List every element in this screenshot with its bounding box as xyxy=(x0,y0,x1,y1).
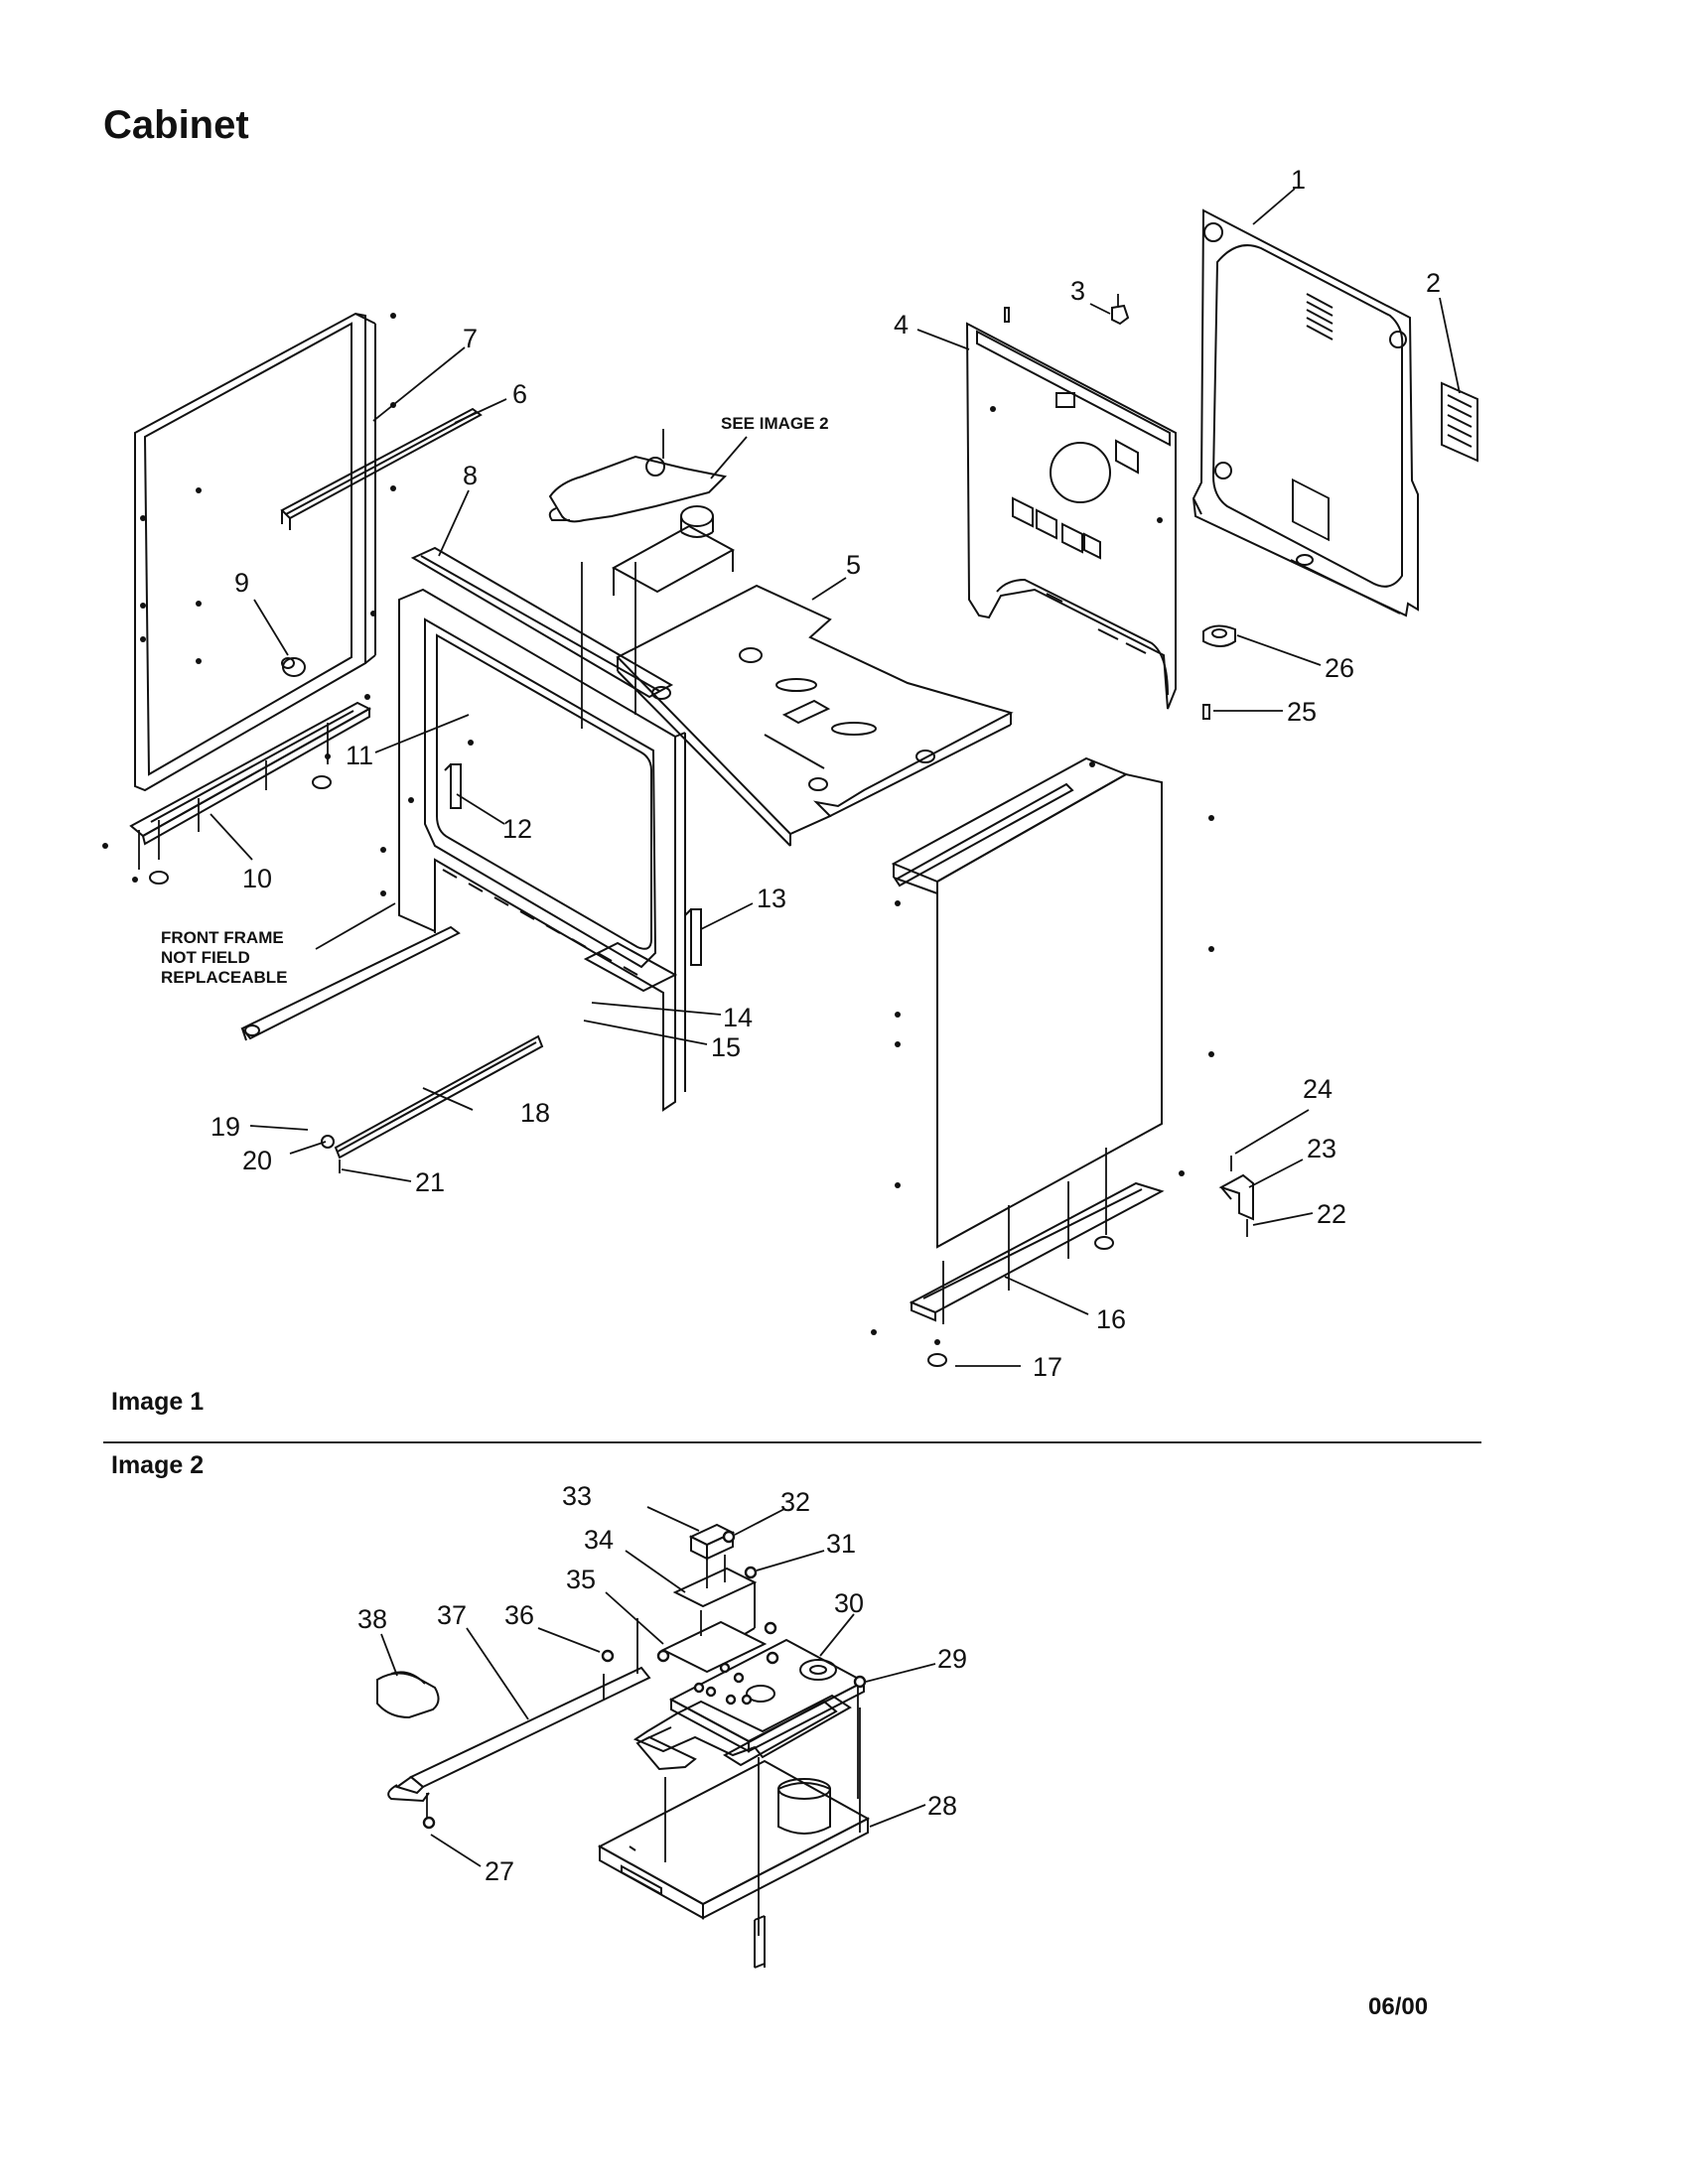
front-frame-note-line-2: NOT FIELD xyxy=(161,948,250,967)
image-2-caption: Image 2 xyxy=(111,1451,205,1479)
callout-4: 4 xyxy=(894,310,909,340)
see-image-2-note: SEE IMAGE 2 xyxy=(721,414,829,433)
part-12-latch-bracket xyxy=(444,763,462,809)
part-35-latch-plate xyxy=(660,1620,768,1674)
callout-7: 7 xyxy=(463,324,478,353)
callout-2: 2 xyxy=(1426,268,1441,298)
part-30-latch-assembly xyxy=(632,1638,867,1771)
part-23-anti-tip-bracket xyxy=(1218,1156,1254,1237)
callout-32: 32 xyxy=(780,1487,810,1517)
part-13-hinge-receptacle xyxy=(684,908,702,966)
part-10-left-base-rail xyxy=(102,694,372,885)
callout-26: 26 xyxy=(1325,653,1354,683)
part-18-lower-rail xyxy=(240,925,544,1173)
section-divider xyxy=(103,1441,1481,1443)
callout-leaders xyxy=(210,188,1461,1867)
callout-30: 30 xyxy=(834,1588,864,1618)
image2-screws xyxy=(422,1530,867,1830)
part-1-rear-cover-panel xyxy=(1192,208,1419,617)
part-8-front-frame-strip xyxy=(410,546,674,699)
callout-14: 14 xyxy=(723,1003,753,1032)
part-3-bracket-clip xyxy=(1111,294,1130,326)
callout-25: 25 xyxy=(1287,697,1317,727)
part-4-back-panel xyxy=(965,307,1177,710)
front-frame xyxy=(380,588,686,1112)
callout-11: 11 xyxy=(346,741,373,770)
callout-13: 13 xyxy=(757,884,786,913)
callout-15: 15 xyxy=(711,1032,741,1062)
callout-38: 38 xyxy=(357,1604,387,1634)
part-5-oven-top-panel xyxy=(616,584,1014,847)
page-title: Cabinet xyxy=(103,103,249,147)
callout-19: 19 xyxy=(210,1112,240,1142)
callout-12: 12 xyxy=(502,814,532,844)
part-25-clip xyxy=(1202,704,1210,720)
part-26-grommet xyxy=(1202,624,1236,647)
callout-10: 10 xyxy=(242,864,272,893)
callout-1: 1 xyxy=(1291,165,1306,195)
part-37-latch-handle-arm xyxy=(387,1618,651,1823)
callout-16: 16 xyxy=(1096,1304,1126,1334)
callout-29: 29 xyxy=(937,1644,967,1674)
front-frame-note: FRONT FRAME NOT FIELD REPLACEABLE xyxy=(161,928,288,987)
callout-numbers: 1 2 3 4 5 6 7 8 9 10 11 12 13 14 15 16 1… xyxy=(210,165,1441,1886)
image-1-caption: Image 1 xyxy=(111,1388,205,1416)
callout-6: 6 xyxy=(512,379,527,409)
part-14-bracket xyxy=(583,941,678,993)
callout-18: 18 xyxy=(520,1098,550,1128)
callout-31: 31 xyxy=(826,1529,856,1559)
callout-24: 24 xyxy=(1303,1074,1333,1104)
callout-36: 36 xyxy=(504,1600,534,1630)
part-right-side-panel xyxy=(891,756,1214,1249)
part-2-vent-grille xyxy=(1441,381,1478,463)
callout-21: 21 xyxy=(415,1167,445,1197)
latch-assembly-thumbnail xyxy=(548,429,736,729)
callout-8: 8 xyxy=(463,461,478,490)
part-28-mounting-bracket xyxy=(597,1707,871,1969)
callout-27: 27 xyxy=(485,1856,514,1886)
part-38-latch-handle-knob xyxy=(376,1671,440,1719)
revision-date: 06/00 xyxy=(1368,1993,1429,2020)
callout-9: 9 xyxy=(234,568,249,598)
callout-37: 37 xyxy=(437,1600,467,1630)
front-frame-note-line-1: FRONT FRAME xyxy=(161,928,284,947)
callout-20: 20 xyxy=(242,1146,272,1175)
callout-23: 23 xyxy=(1307,1134,1336,1163)
front-frame-note-line-3: REPLACEABLE xyxy=(161,968,288,987)
callout-34: 34 xyxy=(584,1525,614,1555)
part-9-plug-button xyxy=(281,657,306,677)
part-7-left-side-panel xyxy=(134,312,396,792)
callout-33: 33 xyxy=(562,1481,592,1511)
callout-17: 17 xyxy=(1033,1352,1062,1382)
callout-28: 28 xyxy=(927,1791,957,1821)
callout-3: 3 xyxy=(1070,276,1085,306)
callout-5: 5 xyxy=(846,550,861,580)
callout-35: 35 xyxy=(566,1565,596,1594)
part-6-side-channel xyxy=(280,407,483,530)
part-16-right-base-rail xyxy=(871,1148,1185,1367)
callout-22: 22 xyxy=(1317,1199,1346,1229)
